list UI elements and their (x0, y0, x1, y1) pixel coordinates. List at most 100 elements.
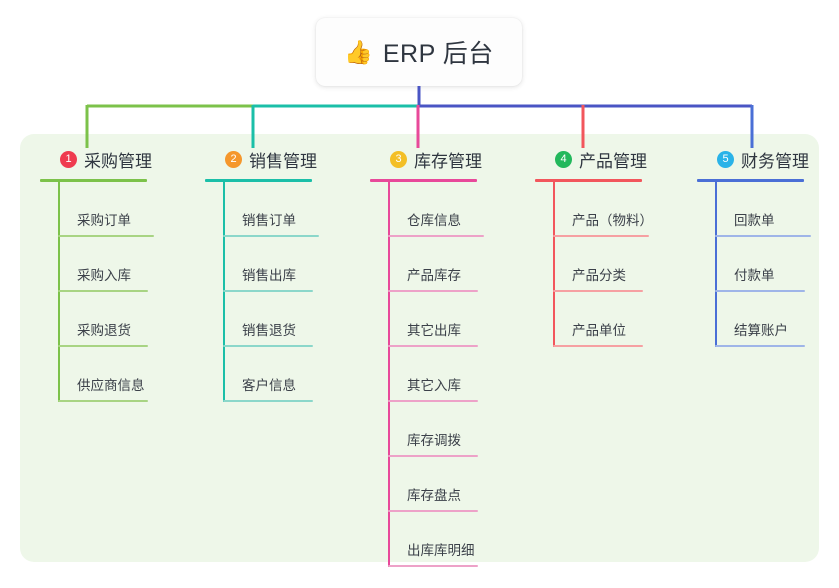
leaf-item-label: 仓库信息 (407, 213, 461, 228)
column-header-4[interactable]: 4 产品管理 (535, 146, 685, 172)
leaf-item-label: 库存调拨 (407, 433, 461, 448)
column-spine-1 (58, 182, 60, 402)
leaf-item-rule (388, 455, 478, 457)
thumbs-up-icon: 👍 (344, 38, 373, 65)
column-header-rule-5 (697, 179, 804, 182)
leaf-item-rule (58, 345, 148, 347)
leaf-item-label: 采购退货 (77, 323, 131, 338)
column-spine-5 (715, 182, 717, 347)
leaf-item[interactable]: 出库库明细 (388, 512, 520, 567)
leaf-item-rule (388, 510, 478, 512)
column-title-4: 产品管理 (579, 151, 647, 171)
leaf-item-rule (388, 565, 478, 567)
root-node-card[interactable]: 👍 ERP 后台 (316, 18, 522, 86)
leaf-item-label: 产品分类 (572, 268, 626, 283)
column-header-rule-4 (535, 179, 642, 182)
leaf-item-label: 出库库明细 (407, 543, 475, 558)
leaf-item-rule (715, 235, 811, 237)
leaf-item[interactable]: 回款单 (715, 182, 837, 237)
leaf-item-rule (388, 345, 478, 347)
root-node-title: ERP 后台 (382, 40, 494, 68)
leaf-item-rule (223, 345, 313, 347)
leaf-item-rule (553, 235, 649, 237)
column-header-3[interactable]: 3 库存管理 (370, 146, 520, 172)
leaf-item-rule (388, 400, 478, 402)
leaf-item[interactable]: 产品（物料） (553, 182, 685, 237)
column-badge-1: 1 (60, 150, 77, 168)
leaf-item-rule (58, 235, 154, 237)
column-badge-3: 3 (390, 150, 407, 168)
leaf-item[interactable]: 产品分类 (553, 237, 685, 292)
column-header-2[interactable]: 2 销售管理 (205, 146, 355, 172)
leaf-item-label: 销售出库 (242, 268, 296, 283)
column-badge-5: 5 (717, 150, 734, 168)
leaf-item-rule (223, 290, 313, 292)
column-4: 4 产品管理产品（物料） 产品分类产品单位 (535, 146, 685, 347)
leaf-item-rule (553, 345, 643, 347)
column-spine-4 (553, 182, 555, 347)
column-title-1: 采购管理 (84, 151, 152, 171)
leaf-item-label: 产品单位 (572, 323, 626, 338)
column-header-rule-3 (370, 179, 477, 182)
leaf-item-label: 结算账户 (734, 323, 788, 338)
leaf-item-label: 供应商信息 (77, 378, 145, 393)
leaf-item[interactable]: 仓库信息 (388, 182, 520, 237)
leaf-item-rule (223, 235, 319, 237)
column-header-rule-2 (205, 179, 312, 182)
leaf-item[interactable]: 产品库存 (388, 237, 520, 292)
column-items-2: 销售订单销售出库销售退货客户信息 (205, 182, 355, 402)
leaf-item-label: 回款单 (734, 213, 775, 228)
column-badge-4: 4 (555, 150, 572, 168)
leaf-item-label: 付款单 (734, 268, 775, 283)
leaf-item-label: 采购入库 (77, 268, 131, 283)
leaf-item[interactable]: 销售出库 (223, 237, 355, 292)
column-spine-2 (223, 182, 225, 402)
column-header-rule-1 (40, 179, 147, 182)
column-items-3: 仓库信息产品库存其它出库其它入库库存调拨库存盘点出库库明细 (370, 182, 520, 567)
column-5: 5 财务管理回款单付款单结算账户 (697, 146, 837, 347)
leaf-item[interactable]: 采购入库 (58, 237, 190, 292)
leaf-item-rule (58, 400, 148, 402)
leaf-item[interactable]: 销售退货 (223, 292, 355, 347)
column-items-1: 采购订单采购入库采购退货供应商信息 (40, 182, 190, 402)
leaf-item[interactable]: 库存盘点 (388, 457, 520, 512)
leaf-item-rule (715, 345, 805, 347)
leaf-item-rule (715, 290, 805, 292)
column-header-5[interactable]: 5 财务管理 (697, 146, 837, 172)
leaf-item[interactable]: 供应商信息 (58, 347, 190, 402)
column-title-3: 库存管理 (414, 151, 482, 171)
diagram-panel (20, 134, 819, 562)
column-badge-2: 2 (225, 150, 242, 168)
leaf-item-label: 产品（物料） (572, 213, 653, 228)
leaf-item-label: 销售订单 (242, 213, 296, 228)
leaf-item-rule (58, 290, 148, 292)
column-items-5: 回款单付款单结算账户 (697, 182, 837, 347)
leaf-item-label: 采购订单 (77, 213, 131, 228)
leaf-item[interactable]: 库存调拨 (388, 402, 520, 457)
column-2: 2 销售管理销售订单销售出库销售退货客户信息 (205, 146, 355, 402)
column-title-5: 财务管理 (741, 151, 809, 171)
leaf-item[interactable]: 结算账户 (715, 292, 837, 347)
leaf-item-rule (388, 290, 478, 292)
column-spine-3 (388, 182, 390, 567)
column-header-1[interactable]: 1 采购管理 (40, 146, 190, 172)
leaf-item[interactable]: 产品单位 (553, 292, 685, 347)
leaf-item-rule (388, 235, 484, 237)
leaf-item-label: 其它出库 (407, 323, 461, 338)
leaf-item[interactable]: 其它出库 (388, 292, 520, 347)
leaf-item[interactable]: 采购订单 (58, 182, 190, 237)
leaf-item-label: 库存盘点 (407, 488, 461, 503)
column-3: 3 库存管理仓库信息产品库存其它出库其它入库库存调拨库存盘点出库库明细 (370, 146, 520, 567)
column-items-4: 产品（物料） 产品分类产品单位 (535, 182, 685, 347)
leaf-item-label: 销售退货 (242, 323, 296, 338)
column-1: 1 采购管理采购订单采购入库采购退货供应商信息 (40, 146, 190, 402)
leaf-item-label: 其它入库 (407, 378, 461, 393)
leaf-item[interactable]: 其它入库 (388, 347, 520, 402)
leaf-item[interactable]: 销售订单 (223, 182, 355, 237)
column-title-2: 销售管理 (249, 151, 317, 171)
leaf-item[interactable]: 付款单 (715, 237, 837, 292)
leaf-item[interactable]: 采购退货 (58, 292, 190, 347)
leaf-item[interactable]: 客户信息 (223, 347, 355, 402)
leaf-item-label: 产品库存 (407, 268, 461, 283)
